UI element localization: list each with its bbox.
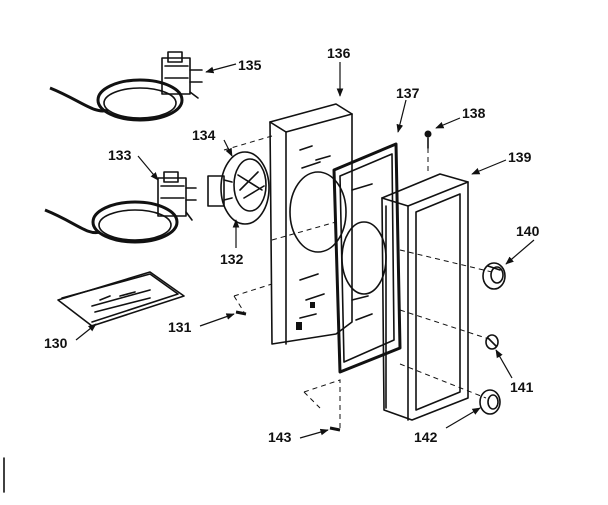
- label-130: 130: [44, 335, 68, 351]
- leader-lines: [75, 62, 535, 439]
- thermostat-133: [44, 171, 197, 244]
- label-136: 136: [327, 45, 351, 61]
- assembly-lines: [223, 135, 493, 430]
- knob-140: [482, 262, 506, 290]
- part-labels: 135 136 137 138 139 134 133 132 131 130 …: [44, 45, 540, 445]
- control-panel-136: [269, 103, 353, 345]
- label-139: 139: [508, 149, 532, 165]
- label-133: 133: [108, 147, 132, 163]
- label-137: 137: [396, 85, 420, 101]
- thermostat-135: [49, 51, 203, 122]
- label-142: 142: [414, 429, 438, 445]
- label-143: 143: [268, 429, 292, 445]
- label-plate-130: [57, 271, 185, 327]
- screw-143: [329, 426, 341, 432]
- knob-141: [485, 334, 499, 350]
- label-134: 134: [192, 127, 216, 143]
- screw-138: [424, 130, 432, 149]
- trim-frame-139: [381, 173, 469, 421]
- label-131: 131: [168, 319, 192, 335]
- label-135: 135: [238, 57, 262, 73]
- screw-131: [235, 310, 247, 316]
- label-132: 132: [220, 251, 244, 267]
- gasket-137: [332, 142, 402, 374]
- switch-134: [207, 151, 270, 225]
- label-138: 138: [462, 105, 486, 121]
- label-140: 140: [516, 223, 540, 239]
- knob-142: [479, 389, 501, 415]
- label-141: 141: [510, 379, 534, 395]
